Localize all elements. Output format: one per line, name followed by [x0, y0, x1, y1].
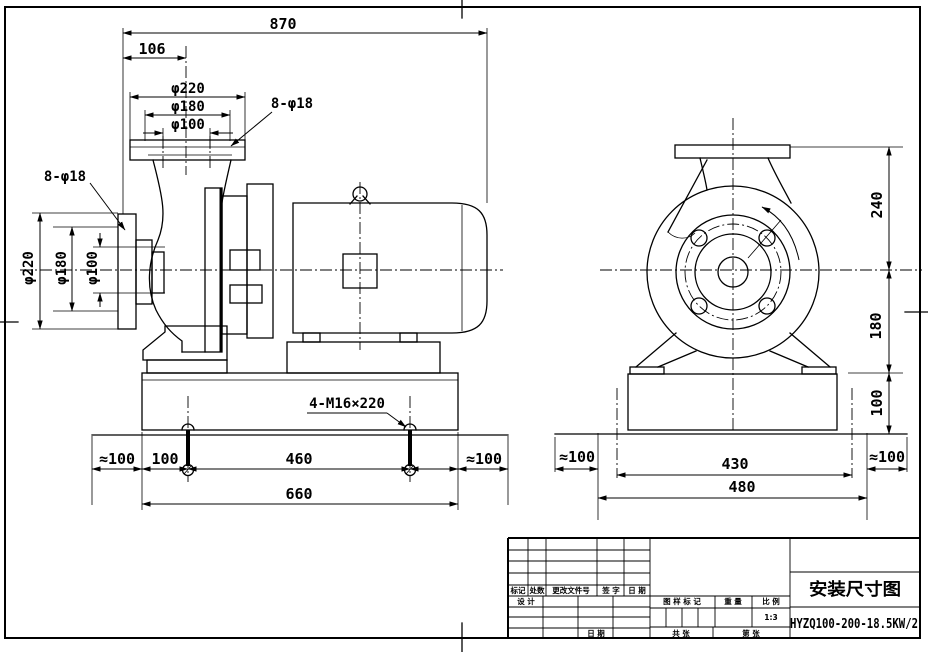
title-block: 标记 处数 更改文件号 签 字 日 期 设 计 日 期 图 样 标 记 重 量 …	[507, 537, 920, 638]
note-discharge-bolts: 8-φ18	[271, 96, 313, 112]
dim-center-height: 180	[867, 312, 885, 339]
drawing-title: 安装尺寸图	[809, 579, 901, 600]
dim-base-height: 100	[868, 389, 886, 416]
revision-header-mark: 标记	[510, 585, 526, 595]
model-number: HYZQ100-200-18.5KW/2	[790, 617, 918, 632]
pump-support	[142, 325, 228, 361]
revision-header-count: 处数	[529, 585, 545, 595]
suction-flange	[117, 213, 137, 330]
scale-value: 1:3	[764, 613, 777, 622]
dim-discharge-bore: φ100	[171, 117, 205, 133]
foot-pad	[801, 366, 837, 375]
baseplate	[141, 372, 459, 431]
dim-bolt-edge: 100	[151, 450, 178, 468]
foot-pad	[629, 366, 665, 375]
motor-pedestal	[286, 341, 441, 374]
note-suction-bolts: 8-φ18	[44, 169, 86, 185]
discharge-flange-front	[674, 144, 791, 159]
side-view-outline	[20, 46, 509, 482]
flange-bolt-hole	[758, 229, 776, 247]
flange-bolt-hole	[690, 297, 708, 315]
revision-header-file: 更改文件号	[552, 585, 590, 595]
dim-bolt-spacing: 430	[721, 455, 748, 473]
dim-margin-right: ≈100	[869, 448, 905, 466]
motor-foot	[302, 332, 321, 343]
sheet-total-label: 共 张	[672, 628, 690, 638]
pedestal-block	[627, 373, 838, 431]
front-view-dimensions: 240 180 100 ≈100 430 ≈100 480	[554, 146, 908, 520]
dim-discharge-od: φ220	[171, 81, 205, 97]
volute-profile	[148, 159, 183, 353]
bearing-bracket	[221, 195, 248, 335]
flange-bolt-hole	[690, 229, 708, 247]
dim-suction-bore: φ100	[85, 251, 101, 285]
dim-margin-left: ≈100	[99, 450, 135, 468]
dim-suction-od: φ220	[21, 251, 37, 285]
stamp-label: 图 样 标 记	[663, 596, 701, 606]
dim-flange-height: 240	[868, 191, 886, 218]
revision-header-date: 日 期	[628, 585, 646, 595]
dim-baseplate-length: 660	[285, 485, 312, 503]
scale-label: 比 例	[762, 596, 780, 606]
dim-overall-length: 870	[269, 15, 296, 33]
dim-discharge-bc: φ180	[171, 99, 205, 115]
flange-bolt-hole	[758, 297, 776, 315]
dim-margin-left: ≈100	[559, 448, 595, 466]
date-label: 日 期	[587, 628, 605, 638]
dim-bolt-spacing: 460	[285, 450, 312, 468]
revision-header-signature: 签 字	[601, 585, 620, 595]
rotation-arrow	[761, 206, 800, 261]
designer-label: 设 计	[517, 596, 535, 606]
dim-suction-bc: φ180	[54, 251, 70, 285]
motor-body	[292, 202, 488, 334]
weight-label: 重 量	[724, 596, 742, 606]
dim-baseplate-width: 480	[728, 478, 755, 496]
sheet-number-label: 第 张	[742, 628, 760, 638]
note-anchor-bolts: 4-M16×220	[309, 396, 385, 412]
coupling	[229, 249, 261, 271]
dim-margin-right: ≈100	[466, 450, 502, 468]
volute-casing	[646, 185, 820, 359]
dim-flange-offset: 106	[138, 40, 165, 58]
front-view-outline	[554, 118, 922, 435]
discharge-flange	[129, 139, 246, 161]
motor-foot	[399, 332, 418, 343]
side-view-dimensions: 870 106 φ220 φ180 φ100 8-φ18 8-φ18 φ220 …	[21, 15, 509, 510]
